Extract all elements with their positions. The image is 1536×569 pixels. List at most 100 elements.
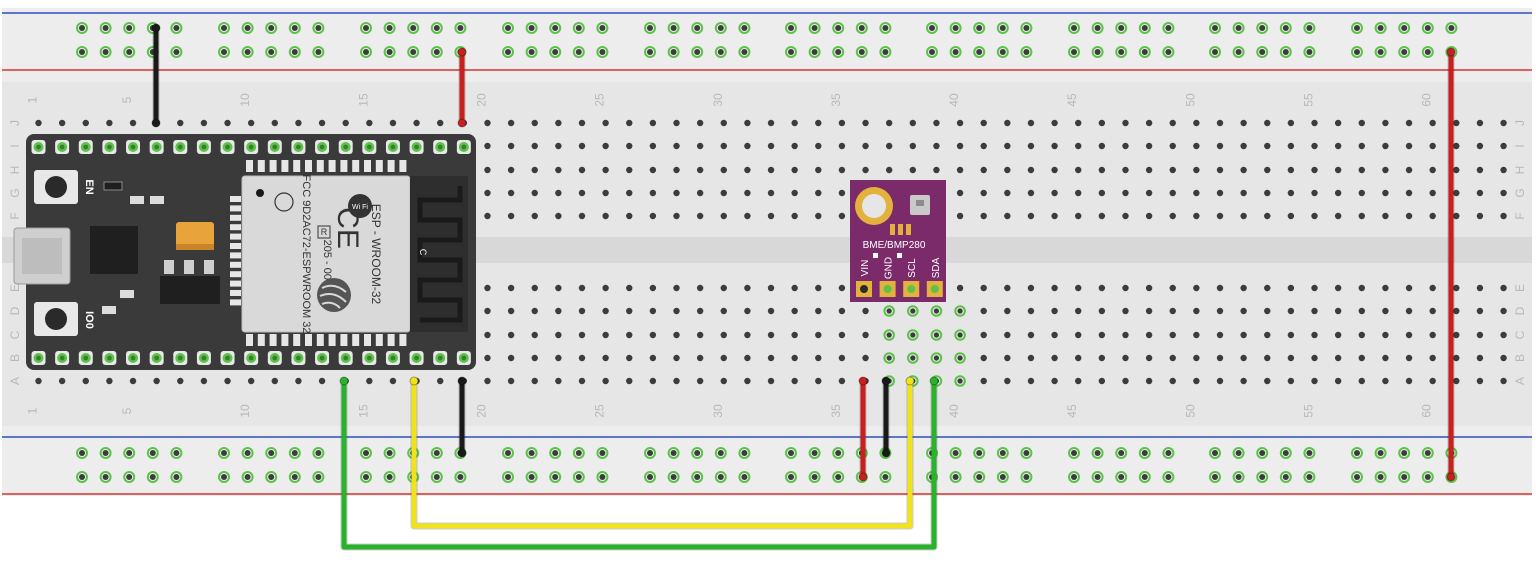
breadboard-hole	[886, 332, 892, 338]
wire-red-3v3-top-end	[457, 47, 467, 57]
column-number: 60	[1420, 93, 1434, 107]
row-letter: F	[8, 212, 22, 219]
rail-hole-ring	[525, 471, 538, 483]
module-pad	[305, 160, 312, 172]
breadboard-hole	[791, 354, 798, 362]
rail-hole-ring	[1115, 46, 1128, 58]
breadboard-hole	[578, 284, 586, 292]
esp32-pin-hole	[248, 355, 254, 361]
breadboard-hole	[1027, 189, 1035, 197]
module-pad	[230, 252, 241, 259]
rail-hole-ring	[644, 22, 656, 34]
rail-hole	[433, 474, 440, 480]
breadboard-hole	[200, 377, 208, 385]
breadboard-hole	[555, 142, 562, 150]
module-pad	[230, 196, 241, 202]
rail-hole	[599, 450, 606, 456]
rail-hole-ring	[644, 447, 656, 459]
breadboard-hole	[1476, 307, 1484, 315]
module-pad	[269, 160, 277, 172]
esp32-pin-hole	[390, 144, 396, 150]
rail-hole-ring	[667, 447, 680, 459]
esp32-devkit: EN IO0 C ESP - WROOM-32 CE FC	[13, 134, 476, 370]
breadboard-hole	[578, 166, 586, 174]
rail-hole	[457, 25, 464, 31]
breadboard-hole	[484, 284, 491, 292]
breadboard-hole	[1122, 212, 1129, 220]
breadboard-hole	[1098, 119, 1106, 127]
column-number: 55	[1302, 93, 1316, 107]
rail-hole-ring	[383, 22, 396, 34]
rail-hole	[575, 450, 582, 456]
rail-hole	[1377, 25, 1384, 31]
rail-hole-ring	[1091, 471, 1104, 483]
breadboard-hole	[1145, 142, 1153, 150]
module-label-group: ESP - WROOM-32	[369, 204, 383, 305]
breadboard-hole	[1476, 331, 1484, 339]
breadboard-hole	[106, 377, 113, 385]
row-letter: B	[1513, 354, 1527, 362]
breadboard-hole	[484, 119, 491, 127]
breadboard-hole	[1500, 166, 1507, 174]
rail-hole	[647, 474, 653, 480]
breadboard-hole	[1240, 377, 1247, 385]
esp32-pin-hole	[272, 355, 278, 361]
esp32-pin-hole	[177, 144, 183, 150]
esp32-pin-hole	[59, 144, 65, 150]
rail-hole	[835, 49, 842, 55]
rail-hole	[1259, 25, 1266, 31]
module-pad	[230, 233, 241, 240]
esp32-pin-hole	[461, 144, 467, 150]
breadboard-hole	[744, 377, 751, 385]
breadboard-hole	[815, 331, 822, 339]
breadboard-hole	[1051, 331, 1058, 339]
breadboard-hole	[626, 212, 633, 220]
rail-hole-ring	[785, 22, 797, 34]
rail-hole	[788, 25, 794, 31]
breadboard-hole	[910, 332, 916, 338]
rail-hole	[315, 474, 322, 480]
rail-hole	[315, 49, 322, 55]
breadboard-hole	[1122, 354, 1129, 362]
connected-hole-ring	[954, 375, 966, 387]
breadboard-hole	[1169, 354, 1176, 362]
breadboard-hole	[1334, 189, 1342, 197]
breadboard-hole	[980, 331, 987, 339]
rail-hole	[1071, 25, 1077, 31]
breadboard-hole	[1075, 354, 1082, 362]
breadboard-hole	[957, 378, 963, 384]
rail-hole	[528, 25, 535, 31]
rail-hole	[1071, 474, 1077, 480]
rail-hole-ring	[430, 471, 443, 483]
breadboard-hole	[1358, 377, 1365, 385]
breadboard-hole	[1453, 354, 1460, 362]
rail-hole	[1165, 25, 1172, 31]
rail-hole	[1023, 25, 1030, 31]
breadboard-hole	[673, 119, 680, 127]
breadboard-hole	[1216, 189, 1224, 197]
breadboard-hole	[1240, 284, 1247, 292]
antenna-trace	[417, 186, 463, 323]
rail-hole-ring	[1398, 46, 1411, 58]
smd-pad	[906, 224, 911, 235]
breadboard-hole	[413, 119, 420, 127]
rail-hole	[457, 474, 464, 480]
esp32-pin-hole	[59, 355, 65, 361]
module-pad	[364, 334, 371, 346]
module-pad	[230, 224, 241, 231]
rail-hole	[173, 450, 180, 456]
esp32-pin-hole	[225, 355, 230, 361]
breadboard-hole	[673, 331, 680, 339]
rail-hole	[1118, 474, 1125, 480]
breadboard-hole	[1098, 331, 1106, 339]
breadboard-hole	[1287, 307, 1295, 315]
wire-red-vin-end	[858, 472, 868, 482]
breadboard-hole	[673, 189, 680, 197]
breadboard-hole	[555, 189, 562, 197]
breadboard-hole	[815, 307, 822, 315]
rail-hole	[599, 474, 606, 480]
breadboard-hole	[767, 119, 775, 127]
breadboard-hole	[791, 142, 798, 150]
rail-hole	[505, 25, 511, 31]
rail-hole	[291, 450, 298, 456]
